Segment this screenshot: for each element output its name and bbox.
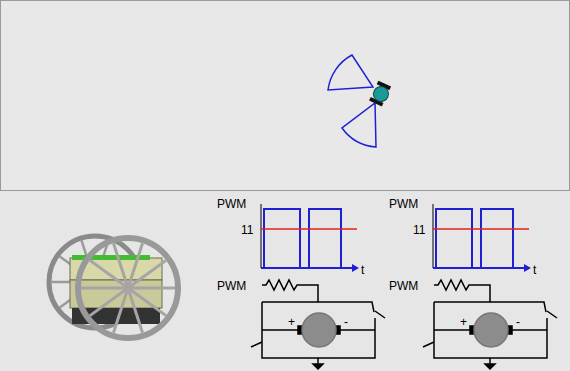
wheel-spoke [128, 288, 143, 333]
sensor-cone [342, 103, 376, 147]
wheel-spoke [81, 287, 128, 290]
axis-label: PWM [389, 198, 418, 210]
polarity-sign: + [460, 316, 467, 328]
wheel-spoke [90, 288, 128, 316]
wheel-spoke [128, 260, 166, 288]
polarity-sign: - [516, 316, 520, 328]
h-bridge-circuit [423, 280, 557, 369]
robot-3d [49, 236, 178, 338]
axis-label: t [361, 264, 364, 276]
pwm-chart [261, 204, 359, 272]
wheel-spoke [113, 243, 128, 288]
pwm-chart [433, 204, 531, 272]
level-label: 11 [413, 224, 425, 236]
robot-top [369, 81, 392, 107]
polarity-sign: + [288, 316, 295, 328]
arena-panel [1, 1, 570, 191]
polarity-sign: - [344, 316, 348, 328]
axis-label: PWM [217, 198, 246, 210]
signal-label: PWM [217, 280, 246, 292]
level-label: 11 [241, 224, 253, 236]
sensor-cone [328, 55, 373, 90]
bottom-panel [0, 191, 570, 371]
signal-label: PWM [389, 280, 418, 292]
h-bridge-circuit [251, 280, 385, 369]
axis-label: t [533, 264, 536, 276]
wheel-spoke [128, 287, 175, 290]
